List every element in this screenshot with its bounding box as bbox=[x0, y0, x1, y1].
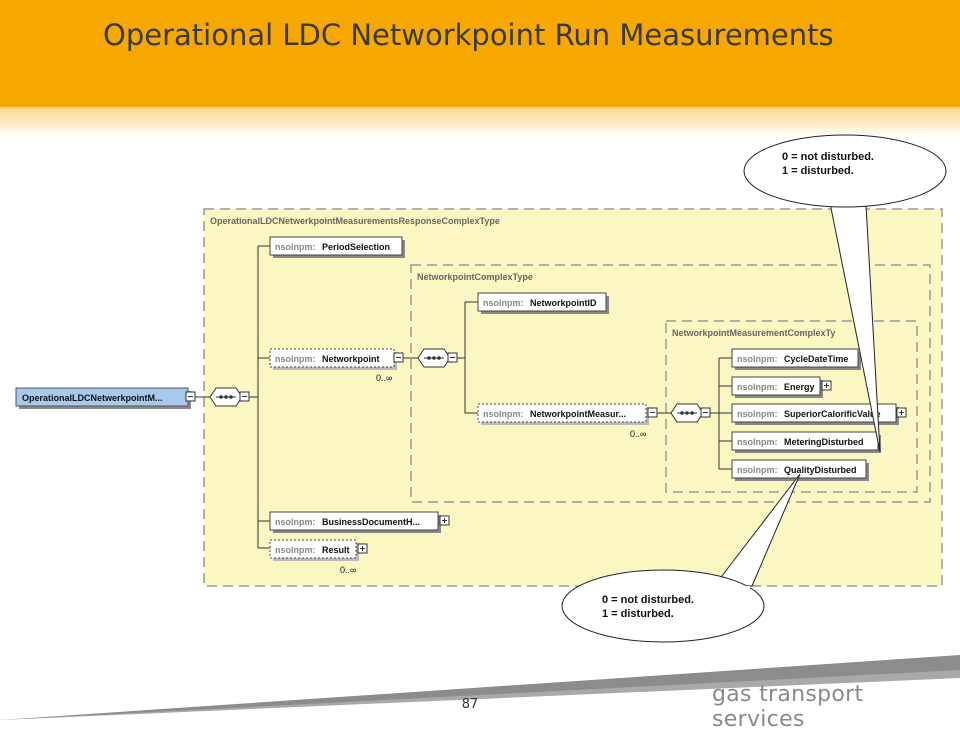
measurement-complex-type-label: NetworkpointMeasurementComplexTy bbox=[672, 328, 835, 338]
sequence-compositor-2 bbox=[417, 348, 458, 368]
svg-text:SuperiorCalorificValue: SuperiorCalorificValue bbox=[784, 409, 881, 419]
result-element: nsolnpm: Result 0..∞ bbox=[269, 539, 368, 575]
svg-text:0 = not disturbed.: 0 = not disturbed. bbox=[602, 594, 694, 606]
svg-text:nsolnpm:: nsolnpm: bbox=[737, 354, 778, 364]
sequence-compositor-3 bbox=[670, 403, 711, 423]
networkpoint-complex-type-label: NetworkpointComplexType bbox=[417, 272, 533, 282]
svg-text:nsolnpm:: nsolnpm: bbox=[737, 382, 778, 392]
svg-text:nsolnpm:: nsolnpm: bbox=[737, 409, 778, 419]
networkpoint-element: nsolnpm: Networkpoint 0..∞ bbox=[269, 348, 404, 383]
svg-text:NetworkpointMeasur...: NetworkpointMeasur... bbox=[530, 409, 626, 419]
footer-band bbox=[0, 678, 960, 720]
response-complex-type-label: OperationalLDCNetwerkpointMeasurementsRe… bbox=[210, 216, 500, 226]
svg-text:BusinessDocumentH...: BusinessDocumentH... bbox=[322, 517, 420, 527]
svg-text:0..∞: 0..∞ bbox=[630, 429, 646, 439]
svg-text:0 = not disturbed.: 0 = not disturbed. bbox=[782, 151, 874, 163]
svg-text:nsolnpm:: nsolnpm: bbox=[483, 409, 524, 419]
svg-text:Networkpoint: Networkpoint bbox=[322, 354, 380, 364]
networkpoint-id-element: nsolnpm: NetworkpointID bbox=[477, 292, 609, 314]
business-document-element: nsolnpm: BusinessDocumentH... bbox=[269, 511, 450, 533]
slide-header bbox=[0, 0, 960, 107]
svg-text:nsolnpm:: nsolnpm: bbox=[737, 465, 778, 475]
slide-title: Operational LDC Networkpoint Run Measure… bbox=[103, 18, 834, 52]
svg-text:nsolnpm:: nsolnpm: bbox=[275, 517, 316, 527]
brand-logo-text: gas transport services bbox=[712, 682, 864, 732]
superior-calorific-value-element: nsolnpm: SuperiorCalorificValue bbox=[731, 403, 907, 425]
svg-text:1 = disturbed.: 1 = disturbed. bbox=[602, 608, 674, 620]
networkpoint-measurement-element: nsolnpm: NetworkpointMeasur... 0..∞ bbox=[477, 403, 658, 439]
svg-text:MeteringDisturbed: MeteringDisturbed bbox=[784, 437, 864, 447]
period-selection-element: nsolnpm: PeriodSelection bbox=[269, 236, 405, 258]
svg-text:nsolnpm:: nsolnpm: bbox=[483, 298, 524, 308]
svg-text:nsolnpm:: nsolnpm: bbox=[275, 545, 316, 555]
svg-text:0..∞: 0..∞ bbox=[376, 373, 392, 383]
quality-disturbed-element: nsolnpm: QualityDisturbed bbox=[731, 459, 869, 481]
svg-text:Energy: Energy bbox=[784, 382, 815, 392]
cycle-date-time-element: nsolnpm: CycleDateTime bbox=[731, 348, 861, 370]
svg-text:0..∞: 0..∞ bbox=[340, 565, 356, 575]
svg-text:PeriodSelection: PeriodSelection bbox=[322, 242, 390, 252]
energy-element: nsolnpm: Energy bbox=[731, 376, 832, 398]
callout-top: 0 = not disturbed. 1 = disturbed. bbox=[743, 134, 947, 453]
header-gradient-band bbox=[0, 107, 960, 137]
svg-text:CycleDateTime: CycleDateTime bbox=[784, 354, 848, 364]
svg-text:nsolnpm:: nsolnpm: bbox=[737, 437, 778, 447]
svg-text:1 = disturbed.: 1 = disturbed. bbox=[782, 165, 854, 177]
metering-disturbed-element: nsolnpm: MeteringDisturbed bbox=[731, 431, 881, 453]
svg-text:nsolnpm:: nsolnpm: bbox=[275, 354, 316, 364]
svg-text:nsolnpm:: nsolnpm: bbox=[275, 242, 316, 252]
svg-text:NetworkpointID: NetworkpointID bbox=[530, 298, 597, 308]
page-number: 87 bbox=[461, 697, 479, 712]
connectors bbox=[190, 245, 732, 549]
sequence-compositor-1 bbox=[209, 387, 250, 407]
svg-text:Result: Result bbox=[322, 545, 350, 555]
callout-bottom: 0 = not disturbed. 1 = disturbed. bbox=[561, 473, 801, 643]
root-element-label: OperationalLDCNetwerkpointM... bbox=[22, 393, 163, 403]
svg-text:QualityDisturbed: QualityDisturbed bbox=[784, 465, 857, 475]
